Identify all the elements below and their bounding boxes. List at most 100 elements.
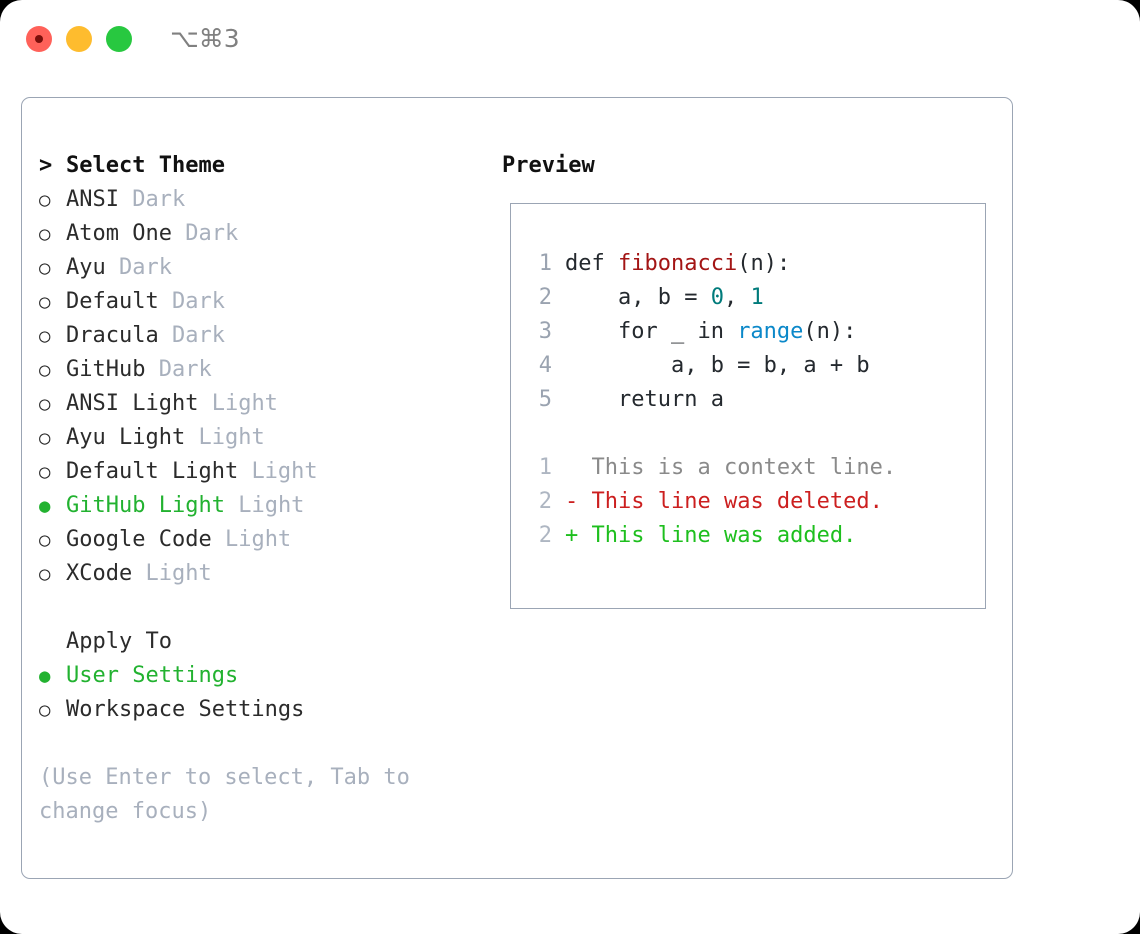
theme-list: ○ANSI Dark○Atom One Dark○Ayu Dark○Defaul… bbox=[39, 183, 469, 591]
diff-text: This line was added. bbox=[591, 523, 857, 548]
radio-unselected-icon: ○ bbox=[39, 291, 51, 313]
maximize-button[interactable] bbox=[106, 26, 132, 52]
radio-unselected-icon: ○ bbox=[39, 257, 51, 279]
gap bbox=[198, 387, 211, 421]
theme-list-item[interactable]: ○ Default Light Light bbox=[39, 455, 469, 489]
radio-unselected-icon: ○ bbox=[39, 563, 51, 585]
theme-list-item[interactable]: ○ Ayu Dark bbox=[39, 251, 469, 285]
caret-icon: > bbox=[39, 153, 53, 178]
theme-selector-panel: > Select Theme ○ANSI Dark○Atom One Dark○… bbox=[21, 97, 1013, 879]
code-line: 5 return a bbox=[524, 383, 979, 417]
theme-name: Default Light bbox=[66, 459, 239, 484]
preview-title: Preview bbox=[502, 153, 595, 178]
theme-variant-badge: Light bbox=[198, 425, 265, 450]
line-number: 5 bbox=[538, 387, 552, 412]
line-number: 2 bbox=[538, 285, 552, 310]
keyboard-shortcut-label: ⌥⌘3 bbox=[170, 24, 240, 53]
gap bbox=[185, 421, 198, 455]
theme-variant-badge: Dark bbox=[171, 289, 225, 314]
theme-list-item[interactable]: ○Ayu Light Light bbox=[39, 421, 469, 455]
diff-text: This line was deleted. bbox=[591, 489, 883, 514]
line-number: 4 bbox=[538, 353, 552, 378]
hint-spacer bbox=[39, 727, 469, 761]
theme-list-item[interactable]: ○ ANSI Dark bbox=[39, 183, 469, 217]
line-number: 1 bbox=[538, 251, 552, 276]
theme-name: ANSI bbox=[66, 187, 119, 212]
theme-list-item[interactable]: ○Atom One Dark bbox=[39, 217, 469, 251]
code-token: return a bbox=[565, 387, 724, 412]
gap bbox=[159, 285, 172, 319]
theme-list-item[interactable]: ○ Default Dark bbox=[39, 285, 469, 319]
preview-column: Preview bbox=[502, 149, 982, 183]
apply-to-list: ● User Settings ○ Workspace Settings bbox=[39, 659, 469, 727]
radio-unselected-icon: ○ bbox=[39, 427, 51, 449]
code-token: range bbox=[737, 319, 804, 344]
theme-variant-badge: Light bbox=[251, 459, 318, 484]
theme-variant-badge: Light bbox=[145, 561, 212, 586]
theme-variant-badge: Dark bbox=[185, 221, 239, 246]
apply-to-label: User Settings bbox=[66, 663, 239, 688]
apply-to-header: Apply To bbox=[66, 629, 172, 654]
theme-list-column: > Select Theme ○ANSI Dark○Atom One Dark○… bbox=[39, 149, 469, 829]
diff-marker bbox=[565, 451, 592, 485]
theme-variant-badge: Dark bbox=[158, 357, 212, 382]
code-token: for _ in bbox=[565, 319, 738, 344]
theme-list-item[interactable]: ○Dracula Dark bbox=[39, 319, 469, 353]
gap bbox=[119, 183, 132, 217]
theme-name: Default bbox=[66, 289, 159, 314]
theme-variant-badge: Light bbox=[238, 493, 305, 518]
theme-name: Ayu bbox=[66, 255, 106, 280]
diff-line: 2- This line was deleted. bbox=[524, 485, 979, 519]
radio-selected-icon: ● bbox=[39, 665, 51, 687]
theme-list-item[interactable]: ○GitHub Dark bbox=[39, 353, 469, 387]
apply-to-option[interactable]: ● User Settings bbox=[39, 659, 469, 693]
theme-list-item[interactable]: ○Google Code Light bbox=[39, 523, 469, 557]
theme-name: Dracula bbox=[66, 323, 159, 348]
page-title: Select Theme bbox=[66, 153, 225, 178]
gap bbox=[132, 557, 145, 591]
diff-marker: - bbox=[565, 489, 592, 514]
theme-list-item[interactable]: ●GitHub Light Light bbox=[39, 489, 469, 523]
line-number: 1 bbox=[538, 455, 552, 480]
radio-unselected-icon: ○ bbox=[39, 223, 51, 245]
code-diff-spacer bbox=[524, 417, 979, 451]
code-token: 1 bbox=[750, 285, 764, 310]
theme-list-item[interactable]: ○ANSI Light Light bbox=[39, 387, 469, 421]
diff-text: This is a context line. bbox=[591, 455, 897, 480]
theme-list-header: > Select Theme bbox=[39, 149, 469, 183]
line-number: 2 bbox=[538, 489, 552, 514]
close-icon bbox=[35, 35, 43, 43]
code-token: fibonacci bbox=[617, 251, 738, 276]
radio-unselected-icon: ○ bbox=[39, 393, 51, 415]
code-token: a, b = bbox=[565, 285, 711, 310]
code-line: 2 a, b = 0, 1 bbox=[524, 281, 979, 315]
theme-name: XCode bbox=[66, 561, 133, 586]
keyboard-hint: (Use Enter to select, Tab to change focu… bbox=[39, 765, 424, 824]
gap bbox=[225, 489, 238, 523]
theme-variant-badge: Dark bbox=[132, 187, 186, 212]
radio-unselected-icon: ○ bbox=[39, 699, 51, 721]
gap bbox=[172, 217, 185, 251]
diff-line: 2+ This line was added. bbox=[524, 519, 979, 553]
theme-variant-badge: Dark bbox=[119, 255, 172, 280]
apply-to-label: Workspace Settings bbox=[66, 697, 305, 722]
gap bbox=[238, 455, 251, 489]
theme-name: GitHub Light bbox=[66, 493, 225, 518]
code-token: a, b = b, a + b bbox=[565, 353, 870, 378]
code-line: 4 a, b = b, a + b bbox=[524, 349, 979, 383]
minimize-button[interactable] bbox=[66, 26, 92, 52]
theme-variant-badge: Light bbox=[211, 391, 278, 416]
section-spacer bbox=[39, 591, 469, 625]
radio-unselected-icon: ○ bbox=[39, 461, 51, 483]
apply-to-option[interactable]: ○ Workspace Settings bbox=[39, 693, 469, 727]
gap bbox=[106, 251, 119, 285]
radio-unselected-icon: ○ bbox=[39, 189, 51, 211]
theme-name: GitHub bbox=[66, 357, 146, 382]
theme-list-item[interactable]: ○ XCode Light bbox=[39, 557, 469, 591]
radio-unselected-icon: ○ bbox=[39, 529, 51, 551]
theme-variant-badge: Dark bbox=[171, 323, 225, 348]
